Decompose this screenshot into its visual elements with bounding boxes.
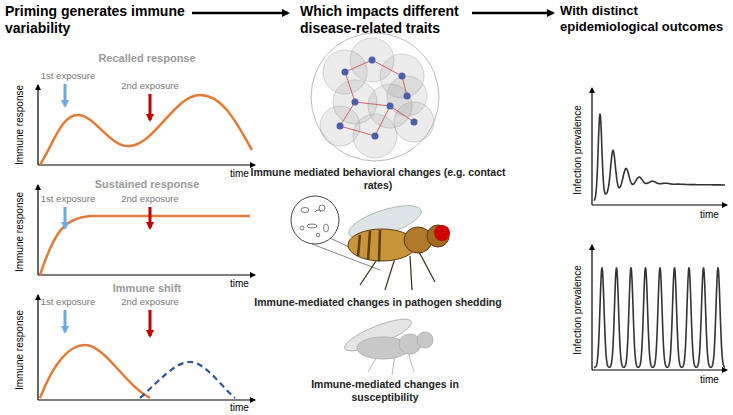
exposure-label: 2nd exposure [110,296,190,307]
plot-title: Recalled response [72,52,222,65]
exposure-label: 1st exposure [28,193,108,204]
column-header: With distinct epidemiological outcomes [560,3,730,34]
axis [37,85,38,165]
axis [37,295,38,400]
contact-network [311,33,439,161]
fly-illustration [291,196,450,290]
axis-label: Infection prevalence [572,90,584,210]
axis [38,274,255,275]
axis [591,245,592,370]
plot-title: Immune shift [72,282,222,295]
axis [38,399,255,400]
axis-label: Immune response [14,300,26,400]
axis-label: Infection prevalence [572,250,584,370]
prevalence-curve [594,114,725,201]
fly-illustration [341,313,433,375]
response-curve [40,345,150,398]
axis-label: time [230,402,270,414]
axis [591,88,592,205]
exposure-arrow [149,310,152,336]
shifted-curve [140,362,235,398]
exposure-arrow [64,84,67,106]
prevalence-curve [594,268,725,368]
exposure-arrow [149,207,152,228]
axis-label: time [700,209,733,221]
axis [592,204,727,205]
exposure-arrow [64,310,67,332]
trait-label: Immune-mediated changes in pathogen shed… [248,296,508,309]
column-header: Priming generates immune variability [5,3,190,37]
exposure-label: 1st exposure [28,296,108,307]
flow-arrow [192,12,288,15]
response-curve [40,216,250,275]
axis-label: time [700,374,733,386]
plot-title: Sustained response [72,178,222,191]
trait-label: Immune-mediated changes in susceptibilit… [300,378,470,403]
axis-label: time [230,278,270,290]
exposure-label: 1st exposure [28,70,108,81]
axis [38,164,255,165]
exposure-arrow [64,207,67,228]
axis [37,185,38,275]
flow-arrow [472,12,553,15]
axis-label: Immune response [14,75,26,175]
exposure-label: 2nd exposure [110,193,190,204]
axis-label: Immune response [14,182,26,282]
response-curve [40,95,252,165]
axis [592,369,727,370]
exposure-label: 2nd exposure [110,80,190,91]
column-header: Which impacts different disease-related … [300,3,470,37]
exposure-arrow [149,94,152,120]
trait-label: Immune mediated behavioral changes (e.g.… [248,166,508,191]
